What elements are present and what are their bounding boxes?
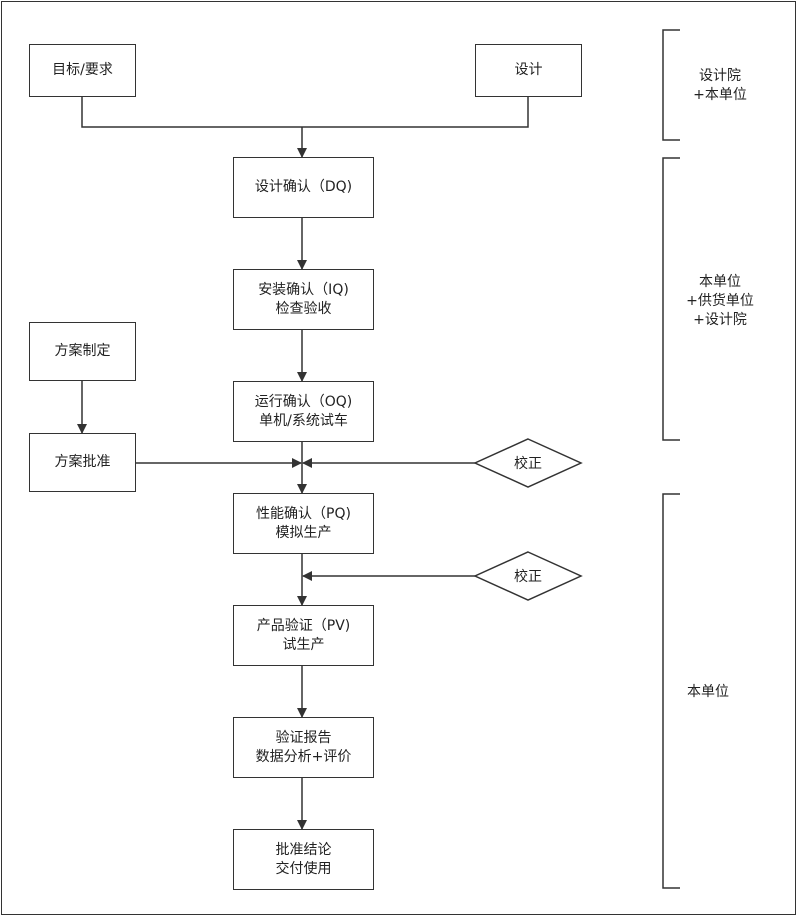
oq-box: 运行确认（OQ) 单机/系统试车 (233, 381, 374, 442)
oq-label-line1: 运行确认（OQ) (254, 393, 353, 410)
goal-box: 目标/要求 (29, 44, 136, 97)
design-phase-line1: 设计院 (699, 68, 741, 84)
performance-phase-responsibility: 本单位 (672, 680, 744, 704)
report-box: 验证报告 数据分析+评价 (233, 717, 374, 778)
pq-box: 性能确认（PQ) 模拟生产 (233, 493, 374, 554)
design-box: 设计 (475, 44, 582, 97)
pq-label-line1: 性能确认（PQ) (256, 505, 351, 522)
iq-label-line1: 安装确认（IQ) (258, 281, 349, 298)
approval-label-line2: 交付使用 (275, 860, 332, 877)
dq-label: 设计确认（DQ) (254, 179, 353, 195)
calibration-diamond-1 (473, 438, 583, 488)
calibration-2-label: 校正 (514, 569, 542, 585)
install-phase-line1: 本单位 (699, 273, 741, 290)
goal-label: 目标/要求 (52, 62, 113, 78)
design-phase-line2: +本单位 (693, 87, 747, 103)
pv-box: 产品验证（PV) 试生产 (233, 605, 374, 666)
design-label: 设计 (514, 62, 543, 78)
calibration-diamond-2 (473, 551, 583, 601)
plan-approve-box: 方案批准 (29, 433, 136, 492)
bracket-performance-phase (662, 493, 680, 889)
calibration-1-label: 校正 (514, 456, 542, 472)
iq-label-line2: 检查验收 (275, 300, 332, 317)
install-phase-line2: +供货单位 (686, 292, 754, 309)
plan-approve-label: 方案批准 (54, 454, 111, 470)
oq-label-line2: 单机/系统试车 (259, 412, 348, 429)
pv-label-line2: 试生产 (282, 636, 325, 653)
approval-label-line1: 批准结论 (275, 841, 332, 858)
plan-label: 方案制定 (54, 343, 111, 359)
approval-box: 批准结论 交付使用 (233, 829, 374, 890)
report-label-line2: 数据分析+评价 (255, 748, 352, 765)
plan-box: 方案制定 (29, 322, 136, 381)
design-connector (302, 97, 529, 128)
bracket-design-phase (662, 29, 680, 141)
pq-label-line2: 模拟生产 (275, 524, 332, 541)
pv-label-line1: 产品验证（PV) (256, 617, 351, 634)
goal-connector (81, 97, 302, 128)
dq-box: 设计确认（DQ) (233, 157, 374, 218)
performance-phase-line1: 本单位 (687, 683, 729, 700)
install-phase-responsibility: 本单位 +供货单位 +设计院 (672, 270, 768, 332)
bracket-install-phase (662, 157, 680, 441)
design-phase-responsibility: 设计院 +本单位 (672, 65, 768, 107)
report-label-line1: 验证报告 (275, 729, 332, 746)
iq-box: 安装确认（IQ) 检查验收 (233, 269, 374, 330)
install-phase-line3: +设计院 (693, 311, 747, 328)
